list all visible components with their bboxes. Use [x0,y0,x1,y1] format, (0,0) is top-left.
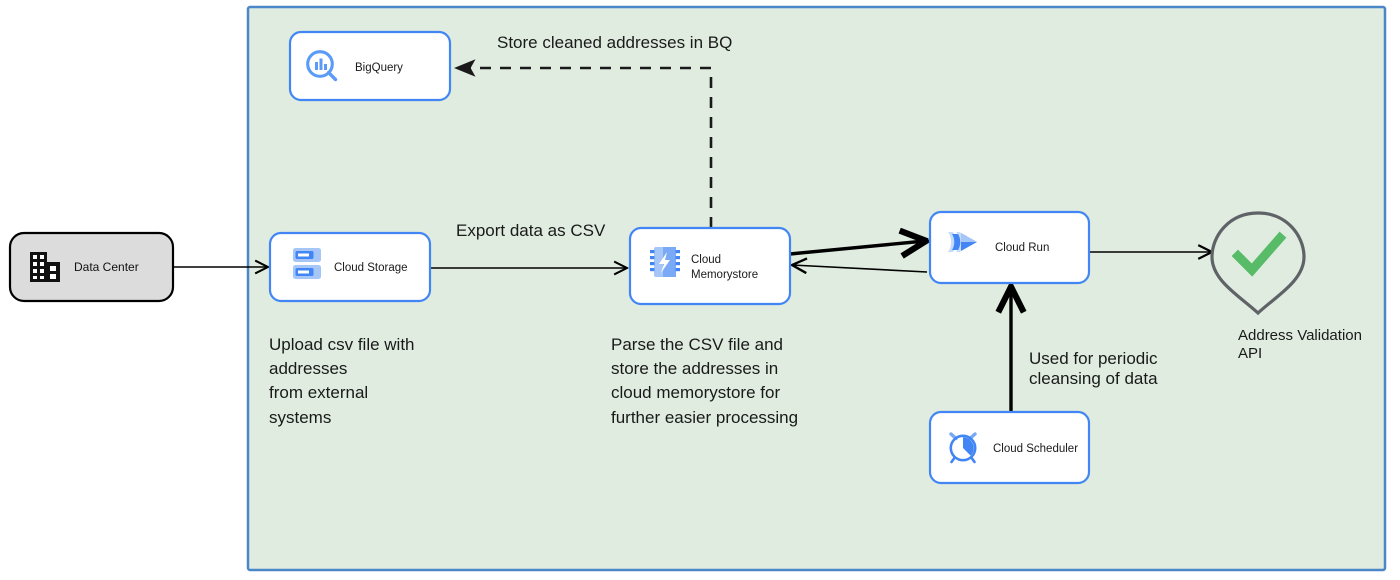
node-cloud-scheduler-label: Cloud Scheduler [993,443,1078,455]
edge-label-export-data-as-csv: Export data as CSV [456,221,606,240]
annotation-parse-line-1: Parse the CSV file and [611,335,783,354]
node-data-center[interactable]: Data Center [8,231,175,303]
node-cloud-run-label: Cloud Run [995,242,1049,254]
annotation-upload-line-2: addresses [269,359,347,378]
edge-memorystore-to-cloud-run [789,241,925,254]
node-cloud-run[interactable]: Cloud Run [928,210,1091,285]
node-data-center-box [8,231,175,303]
annotation-upload-line-3: from external [269,383,368,402]
address-validation-pin-check-icon [1210,211,1306,316]
node-cloud-run-box [928,210,1091,285]
cloud-storage-icon [293,248,321,279]
node-cloud-memorystore-label-line1: Cloud [691,254,721,266]
annotation-upload-line-1: Upload csv file with [269,335,415,354]
edge-label-store-cleaned-addresses: Store cleaned addresses in BQ [497,33,732,52]
node-cloud-storage[interactable]: Cloud Storage [268,231,432,303]
node-address-validation-api[interactable]: Address Validation API [1210,211,1362,362]
node-address-validation-api-label-line1: Address Validation [1238,327,1362,344]
node-bigquery[interactable]: BigQuery [288,30,452,102]
node-cloud-scheduler[interactable]: Cloud Scheduler [928,410,1091,485]
edge-label-scheduler-line2: cleansing of data [1029,369,1158,388]
bigquery-icon [306,50,338,82]
node-cloud-scheduler-box [928,410,1091,485]
annotation-upload-csv: Upload csv file with addresses from exte… [269,335,415,427]
node-cloud-storage-label: Cloud Storage [334,262,408,274]
annotation-upload-line-4: systems [269,408,331,427]
annotation-parse-line-3: cloud memorystore for [611,383,780,402]
edge-memorystore-to-bigquery-dashed [454,59,713,228]
edge-label-scheduler-line1: Used for periodic [1029,349,1158,368]
annotation-parse-line-2: store the addresses in [611,359,778,378]
node-cloud-memorystore[interactable]: Cloud Memorystore [628,226,792,306]
node-address-validation-api-label-line2: API [1238,345,1262,362]
edge-cloud-run-to-memorystore [792,265,928,272]
annotation-parse-line-4: further easier processing [611,408,798,427]
annotation-parse-csv: Parse the CSV file and store the address… [611,335,798,427]
google-cloud-boundary [246,5,1387,572]
node-data-center-label: Data Center [74,260,139,274]
node-bigquery-box [288,30,452,102]
cloud-memorystore-icon [650,247,680,277]
node-bigquery-label: BigQuery [355,62,403,74]
node-cloud-memorystore-label-line2: Memorystore [691,269,758,281]
datacenter-building-icon [30,252,60,282]
cloud-run-icon [948,232,977,252]
cloud-scheduler-icon [949,432,977,464]
